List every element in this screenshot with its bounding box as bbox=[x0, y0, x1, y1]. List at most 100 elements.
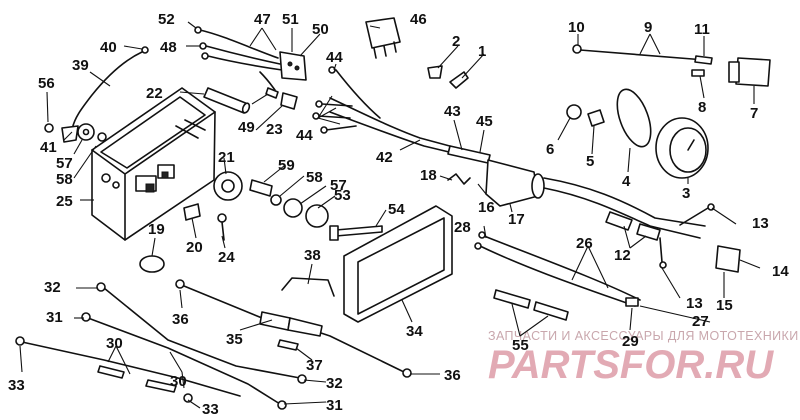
callout-51: 51 bbox=[282, 11, 299, 28]
callout-58-a: 58 bbox=[56, 171, 73, 188]
sender-7-part bbox=[728, 57, 771, 87]
callout-2: 2 bbox=[452, 33, 460, 50]
callout-20: 20 bbox=[186, 239, 203, 256]
callout-8: 8 bbox=[698, 99, 706, 116]
callout-34: 34 bbox=[406, 323, 423, 340]
callout-5: 5 bbox=[586, 153, 594, 170]
nut-58-right-part bbox=[270, 194, 282, 206]
callout-22: 22 bbox=[146, 85, 163, 102]
washer-57-right-part bbox=[283, 198, 303, 218]
callout-36-a: 36 bbox=[172, 311, 189, 328]
callout-3: 3 bbox=[682, 185, 690, 202]
clip-18-part bbox=[447, 173, 471, 185]
sleeve-59-part bbox=[249, 179, 273, 197]
callout-29: 29 bbox=[622, 333, 639, 350]
washer-53-part bbox=[305, 204, 329, 228]
callout-11: 11 bbox=[694, 21, 710, 38]
ring-4-part bbox=[616, 88, 652, 148]
callout-56: 56 bbox=[38, 75, 55, 92]
callout-19: 19 bbox=[148, 221, 165, 238]
clip-2-part bbox=[427, 65, 443, 79]
callout-16: 16 bbox=[478, 199, 495, 216]
callout-36-b: 36 bbox=[444, 367, 461, 384]
callout-30-a: 30 bbox=[106, 335, 123, 352]
callout-59: 59 bbox=[278, 157, 295, 174]
bolt-54-part bbox=[329, 225, 383, 241]
callout-21: 21 bbox=[218, 149, 235, 166]
callout-23: 23 bbox=[266, 121, 283, 138]
battery-cable-set-part bbox=[15, 282, 307, 410]
lower-harness-part bbox=[175, 279, 412, 378]
callout-39: 39 bbox=[72, 57, 89, 74]
wire-clip-38-part bbox=[281, 277, 335, 297]
gauge-3-part bbox=[655, 117, 709, 179]
callout-46: 46 bbox=[410, 11, 427, 28]
callout-35: 35 bbox=[226, 331, 243, 348]
tube-part bbox=[203, 87, 251, 114]
callout-9: 9 bbox=[644, 19, 652, 36]
callout-55: 55 bbox=[512, 337, 529, 354]
callout-13-b: 13 bbox=[686, 295, 703, 312]
callout-42: 42 bbox=[376, 149, 393, 166]
callout-58-b: 58 bbox=[306, 169, 323, 186]
clamp-19-part bbox=[139, 255, 165, 273]
callout-27: 27 bbox=[692, 313, 709, 330]
lead-9-part bbox=[572, 44, 713, 77]
callout-28: 28 bbox=[454, 219, 471, 236]
lead-26-part bbox=[474, 231, 641, 307]
callout-13-a: 13 bbox=[752, 215, 769, 232]
callout-49: 49 bbox=[238, 119, 255, 136]
callout-31-a: 31 bbox=[46, 309, 63, 326]
watermark-logo: PARTSFOR.RU bbox=[488, 343, 774, 387]
callout-12: 12 bbox=[614, 247, 631, 264]
relay-part bbox=[365, 17, 401, 59]
grommet-21-part bbox=[213, 171, 243, 201]
callout-1: 1 bbox=[478, 43, 486, 60]
callout-52: 52 bbox=[158, 11, 175, 28]
bulb-5-part bbox=[587, 109, 605, 127]
callout-24: 24 bbox=[218, 249, 235, 266]
callout-48: 48 bbox=[160, 39, 177, 56]
callout-41: 41 bbox=[40, 139, 57, 156]
callout-30-b: 30 bbox=[170, 373, 187, 390]
screw-24-part bbox=[217, 213, 227, 241]
callout-17: 17 bbox=[508, 211, 525, 228]
upper-harness-part bbox=[194, 26, 307, 110]
watermark-caption: ЗАПЧАСТИ И АКСЕССУАРЫ ДЛЯ МОТОТЕХНИКИ bbox=[488, 329, 799, 343]
callout-54: 54 bbox=[388, 201, 405, 218]
callout-45: 45 bbox=[476, 113, 493, 130]
callout-44-a: 44 bbox=[296, 127, 313, 144]
callout-31-b: 31 bbox=[326, 397, 343, 414]
callout-6: 6 bbox=[546, 141, 554, 158]
callout-10: 10 bbox=[568, 19, 585, 36]
bracket-20-part bbox=[183, 203, 201, 221]
callout-numbers: 1 2 3 4 5 6 7 8 9 10 11 12 13 13 14 15 1… bbox=[8, 11, 789, 418]
callout-57-a: 57 bbox=[56, 155, 73, 172]
callout-18: 18 bbox=[420, 167, 437, 184]
callout-14: 14 bbox=[772, 263, 789, 280]
callout-32-b: 32 bbox=[326, 375, 343, 392]
washer-56-part bbox=[44, 123, 54, 133]
callout-33-b: 33 bbox=[202, 401, 219, 418]
callout-32-a: 32 bbox=[44, 279, 61, 296]
sleeve-55-part bbox=[493, 289, 569, 321]
leader-lines bbox=[19, 21, 761, 409]
cover-plate-34-part bbox=[343, 205, 453, 323]
callout-43: 43 bbox=[444, 103, 461, 120]
callout-25: 25 bbox=[56, 193, 73, 210]
callout-4: 4 bbox=[622, 173, 631, 190]
callout-26: 26 bbox=[576, 235, 593, 252]
callout-15: 15 bbox=[716, 297, 733, 314]
callout-53: 53 bbox=[334, 187, 351, 204]
lamp-6-part bbox=[566, 104, 582, 120]
control-box-part bbox=[91, 87, 216, 241]
main-harness-part bbox=[312, 66, 491, 164]
callout-37: 37 bbox=[306, 357, 323, 374]
callout-38: 38 bbox=[304, 247, 321, 264]
nut-58-left-part bbox=[97, 132, 107, 142]
callout-44-b: 44 bbox=[326, 49, 343, 66]
callout-7: 7 bbox=[750, 105, 758, 122]
callout-33-a: 33 bbox=[8, 377, 25, 394]
callout-50: 50 bbox=[312, 21, 329, 38]
